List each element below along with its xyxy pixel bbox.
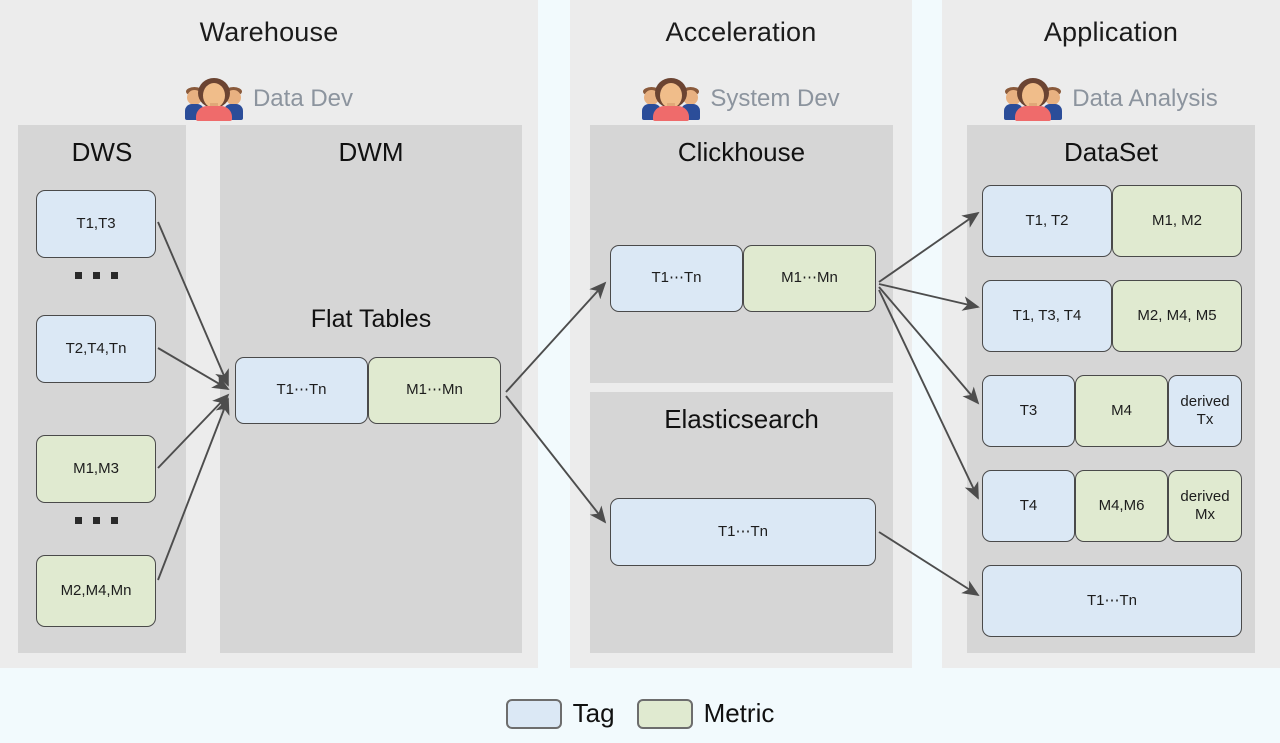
node-label: T1⋯Tn — [651, 269, 702, 287]
node-label: T1⋯Tn — [276, 381, 327, 399]
node-dws-t2t4tn[interactable]: T2,T4,Tn — [36, 315, 156, 383]
legend-item-metric: Metric — [636, 698, 775, 729]
node-label: M1,M3 — [73, 459, 119, 477]
node-label: T1⋯Tn — [717, 522, 768, 540]
node-label: M1, M2 — [1151, 211, 1202, 229]
people-group-icon — [642, 78, 701, 121]
node-clickhouse-m1mn[interactable]: M1⋯Mn — [743, 245, 876, 312]
node-label: T1⋯Tn — [1086, 591, 1137, 609]
panel-role-warehouse: Data Dev — [0, 78, 538, 121]
node-label: T1, T3, T4 — [1012, 306, 1082, 324]
group-title-elasticsearch: Elasticsearch — [664, 404, 819, 434]
node-dws-t1t3[interactable]: T1,T3 — [36, 190, 156, 258]
group-dws: DWS T1,T3 T2,T4,Tn M1,M3 M2,M4,Mn — [18, 125, 186, 653]
panel-application: Application Data Analysis DataSet T1, T2 — [942, 0, 1280, 668]
node-elasticsearch-t1tn[interactable]: T1⋯Tn — [610, 498, 876, 566]
panel-warehouse: Warehouse Data Dev DWS T1,T3 — [0, 0, 538, 668]
node-clickhouse-t1tn[interactable]: T1⋯Tn — [610, 245, 743, 312]
node-dws-m1m3[interactable]: M1,M3 — [36, 435, 156, 503]
node-dataset-r3-metric[interactable]: M4 — [1075, 375, 1168, 447]
node-label: T3 — [1019, 401, 1038, 419]
node-label: T2,T4,Tn — [65, 339, 127, 357]
role-label-system-dev: System Dev — [710, 85, 840, 112]
node-label: M1⋯Mn — [406, 381, 463, 399]
node-dataset-r2-metric[interactable]: M2, M4, M5 — [1112, 280, 1242, 352]
node-label: M4,M6 — [1098, 496, 1145, 514]
group-elasticsearch: Elasticsearch T1⋯Tn — [590, 392, 893, 653]
panel-acceleration: Acceleration System Dev Clickhouse T1⋯Tn — [570, 0, 912, 668]
group-dataset: DataSet T1, T2 M1, M2 T1, T3, T4 M2, M4,… — [967, 125, 1255, 653]
group-clickhouse: Clickhouse T1⋯Tn M1⋯Mn — [590, 125, 893, 383]
people-group-icon — [184, 78, 243, 121]
legend-item-tag: Tag — [505, 698, 615, 729]
panel-title-acceleration: Acceleration — [665, 17, 817, 47]
legend-swatch-metric — [636, 698, 693, 729]
legend-label-tag: Tag — [572, 698, 615, 728]
node-label: derived Mx — [1180, 487, 1230, 523]
node-label: derived Tx — [1180, 392, 1230, 428]
panel-role-application: Data Analysis — [942, 78, 1280, 121]
panel-role-acceleration: System Dev — [570, 78, 912, 121]
node-label: M2,M4,Mn — [60, 581, 132, 599]
node-dataset-r3-derived[interactable]: derived Tx — [1168, 375, 1242, 447]
node-label: T4 — [1019, 496, 1038, 514]
role-label-data-analysis: Data Analysis — [1072, 85, 1218, 112]
node-dataset-r2-tag[interactable]: T1, T3, T4 — [982, 280, 1112, 352]
node-label: M1⋯Mn — [781, 269, 838, 287]
panel-title-application: Application — [1043, 17, 1179, 47]
node-dws-m2m4mn[interactable]: M2,M4,Mn — [36, 555, 156, 627]
group-title-dataset: DataSet — [1064, 137, 1158, 167]
legend-label-metric: Metric — [703, 698, 775, 728]
legend-swatch-tag — [505, 698, 562, 729]
panel-title-warehouse: Warehouse — [199, 17, 339, 47]
ellipsis-dws-bottom — [36, 510, 156, 530]
node-dataset-r4-derived[interactable]: derived Mx — [1168, 470, 1242, 542]
node-dwm-m1mn[interactable]: M1⋯Mn — [368, 357, 501, 424]
legend: Tag Metric — [0, 698, 1280, 729]
ellipsis-dws-top — [36, 265, 156, 285]
node-dataset-r4-tag[interactable]: T4 — [982, 470, 1075, 542]
node-label: T1, T2 — [1025, 211, 1069, 229]
node-dataset-r5-tag[interactable]: T1⋯Tn — [982, 565, 1242, 637]
node-label: M4 — [1111, 401, 1132, 419]
role-label-data-dev: Data Dev — [252, 85, 354, 112]
group-title-clickhouse: Clickhouse — [677, 137, 806, 167]
node-label: M2, M4, M5 — [1137, 306, 1217, 324]
node-label: T1,T3 — [76, 214, 116, 232]
group-title-dwm: DWM — [338, 137, 404, 167]
node-dataset-r4-metric[interactable]: M4,M6 — [1075, 470, 1168, 542]
node-dataset-r1-metric[interactable]: M1, M2 — [1112, 185, 1242, 257]
subtitle-flat-tables: Flat Tables — [310, 305, 432, 333]
node-dwm-t1tn[interactable]: T1⋯Tn — [235, 357, 368, 424]
node-dataset-r1-tag[interactable]: T1, T2 — [982, 185, 1112, 257]
node-dataset-r3-tag[interactable]: T3 — [982, 375, 1075, 447]
people-group-icon — [1004, 78, 1063, 121]
group-dwm: DWM Flat Tables T1⋯Tn M1⋯Mn — [220, 125, 522, 653]
group-title-dws: DWS — [71, 137, 133, 167]
